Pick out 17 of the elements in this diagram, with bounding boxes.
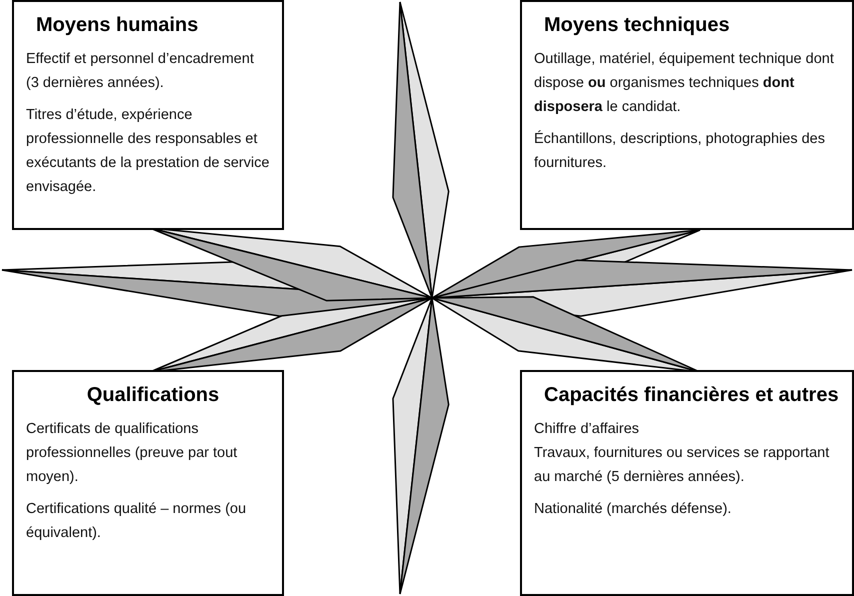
body-text: Échantillons, descriptions, photographies des fournitures.: [534, 129, 826, 173]
body-text: Chiffre d’affaires: [534, 420, 640, 439]
card-heading: Qualifications: [86, 384, 220, 407]
body-text: Nationalité (marchés défense).: [534, 500, 732, 519]
text-card: [12, 0, 284, 230]
body-text: Certificats de qualifications professionnelles (preuve par tout moyen).: [26, 420, 238, 487]
card-heading: Moyens humains: [36, 14, 200, 37]
text-card: [520, 0, 854, 230]
body-text: Outillage, matériel, équipement technique dont dispose ou organismes techniques dont disposera le candidat.: [534, 50, 835, 117]
body-text: Certifications qualité – normes (ou équivalent).: [26, 500, 248, 543]
card-heading: Capacités financières et autres: [544, 384, 840, 407]
text-card: [520, 370, 854, 596]
body-text: Titres d’étude, expérience professionnelle des responsables et exécutants de la prestation de service envisagée.: [26, 106, 270, 197]
card-heading: Moyens techniques: [544, 14, 731, 37]
body-text: Travaux, fournitures ou services se rapportant au marché (5 dernières années).: [534, 444, 830, 487]
body-text: Effectif et personnel d’encadrement (3 dernières années).: [26, 50, 255, 93]
text-card: [12, 370, 284, 596]
